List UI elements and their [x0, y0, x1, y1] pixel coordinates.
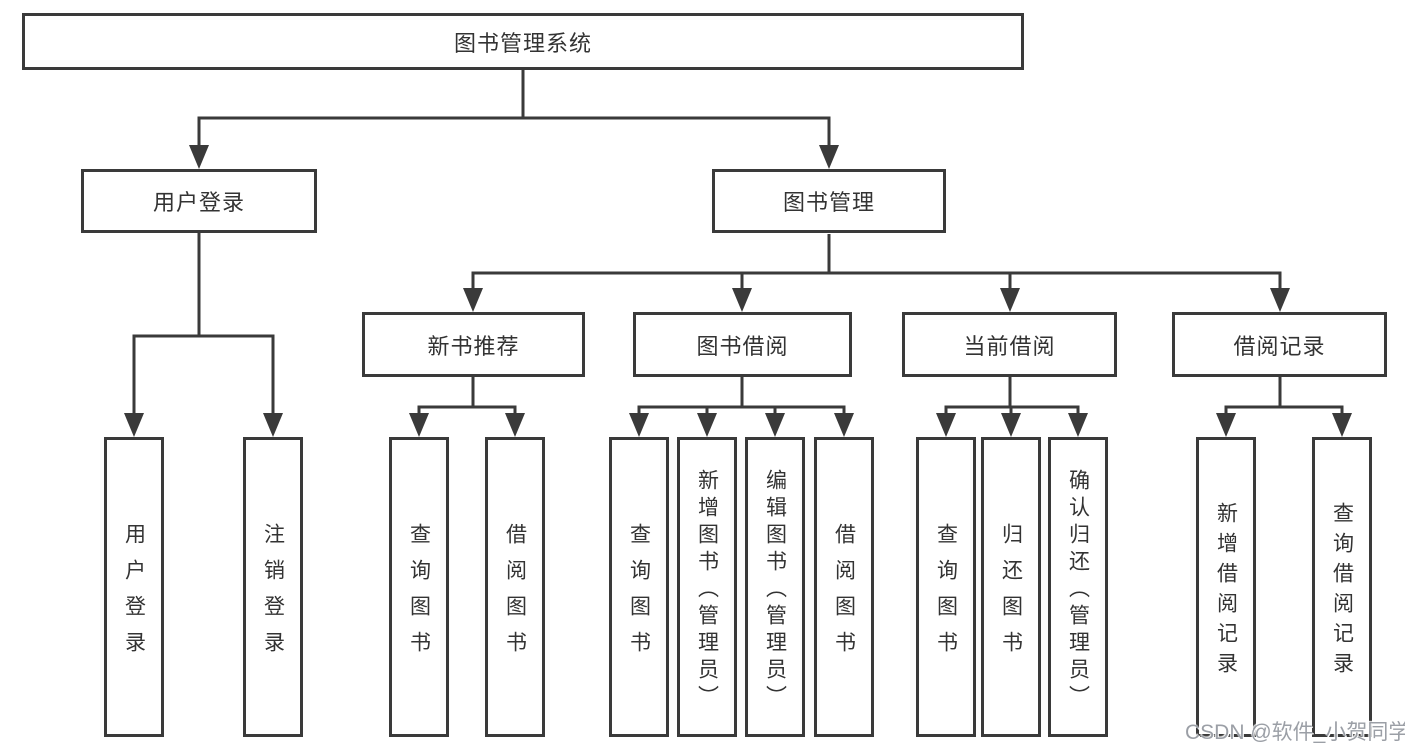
node-root-system: 图书管理系统 [22, 13, 1024, 70]
leaf-edit-books-admin-label: 编辑图书（管理员） [763, 468, 787, 712]
leaf-current-query-books-label: 查询图书 [934, 522, 958, 667]
leaf-add-borrow-record-label: 新增借阅记录 [1214, 501, 1238, 682]
leaf-newbook-query-books-label: 查询图书 [407, 522, 431, 667]
leaf-edit-books-admin: 编辑图书（管理员） [745, 437, 805, 737]
leaf-current-query-books: 查询图书 [916, 437, 976, 737]
leaf-query-borrow-record: 查询借阅记录 [1312, 437, 1372, 737]
leaf-user-login-label: 用户登录 [122, 522, 146, 667]
leaf-return-books: 归还图书 [981, 437, 1041, 737]
node-user-login: 用户登录 [81, 169, 317, 233]
leaf-add-books-admin: 新增图书（管理员） [677, 437, 737, 737]
leaf-logout: 注销登录 [243, 437, 303, 737]
leaf-query-borrow-record-label: 查询借阅记录 [1330, 501, 1354, 682]
node-borrowing-records: 借阅记录 [1172, 312, 1387, 377]
node-new-book-recommend-label: 新书推荐 [427, 333, 520, 359]
node-current-borrowing-label: 当前借阅 [963, 333, 1056, 359]
leaf-borrowing-query-books-label: 查询图书 [627, 522, 651, 667]
leaf-newbook-borrow-books-label: 借阅图书 [503, 522, 527, 667]
node-root-label: 图书管理系统 [453, 30, 592, 56]
leaf-user-login: 用户登录 [104, 437, 164, 737]
leaf-borrowing-query-books: 查询图书 [609, 437, 669, 737]
node-book-management-label: 图书管理 [782, 190, 875, 215]
leaf-newbook-borrow-books: 借阅图书 [485, 437, 545, 737]
node-current-borrowing: 当前借阅 [902, 312, 1117, 377]
leaf-confirm-return-admin: 确认归还（管理员） [1048, 437, 1108, 737]
node-book-borrowing-label: 图书借阅 [696, 333, 789, 359]
csdn-watermark: CSDN @软件_小贺同学 [1185, 721, 1405, 744]
leaf-borrowing-borrow-books-label: 借阅图书 [832, 522, 856, 667]
leaf-logout-label: 注销登录 [261, 522, 285, 667]
node-book-management: 图书管理 [712, 169, 946, 233]
node-new-book-recommend: 新书推荐 [362, 312, 585, 377]
leaf-add-borrow-record: 新增借阅记录 [1196, 437, 1256, 737]
leaf-borrowing-borrow-books: 借阅图书 [814, 437, 874, 737]
leaf-return-books-label: 归还图书 [999, 522, 1023, 667]
node-book-borrowing: 图书借阅 [633, 312, 852, 377]
node-borrowing-records-label: 借阅记录 [1233, 333, 1326, 359]
leaf-add-books-admin-label: 新增图书（管理员） [695, 468, 719, 712]
leaf-newbook-query-books: 查询图书 [389, 437, 449, 737]
leaf-confirm-return-admin-label: 确认归还（管理员） [1066, 468, 1090, 712]
node-user-login-label: 用户登录 [152, 190, 245, 215]
